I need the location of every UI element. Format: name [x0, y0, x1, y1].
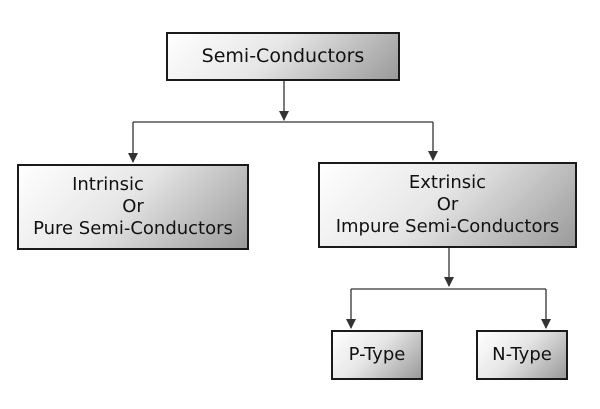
node-label: Semi-Conductors	[201, 44, 365, 67]
node-label-line-2: Or	[122, 196, 144, 218]
node-n-type: N-Type	[476, 330, 568, 380]
node-label: P-Type	[348, 344, 406, 366]
node-semi-conductors: Semi-Conductors	[166, 32, 400, 81]
node-label-line-3: Pure Semi-Conductors	[33, 217, 233, 239]
node-p-type: P-Type	[331, 330, 423, 380]
node-label-line-1: Intrinsic	[72, 174, 144, 196]
node-intrinsic: Intrinsic Or Pure Semi-Conductors	[17, 164, 249, 250]
node-label: N-Type	[492, 344, 552, 366]
node-label-line-2: Or	[436, 194, 459, 216]
node-label-line-1: Extrinsic	[408, 172, 487, 194]
node-extrinsic: Extrinsic Or Impure Semi-Conductors	[318, 162, 577, 248]
node-label-line-3: Impure Semi-Conductors	[335, 215, 560, 237]
